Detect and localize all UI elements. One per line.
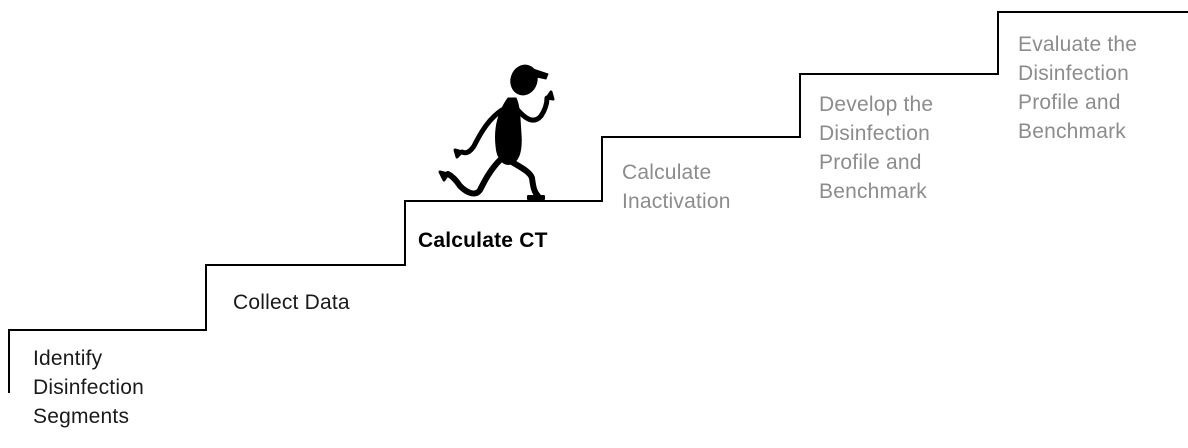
step-label-identify-segments: Identify Disinfection Segments — [33, 344, 144, 431]
step-label-line: Identify — [33, 347, 103, 370]
runner-front-hand — [545, 90, 555, 101]
step-label-calculate-ct: Calculate CT — [418, 226, 548, 255]
runner-back-hand — [453, 148, 464, 159]
runner-back-leg — [445, 157, 503, 197]
runner-back-arm — [459, 107, 505, 156]
step-label-line: Evaluate the — [1018, 33, 1138, 56]
step-label-develop-profile: Develop the Disinfection Profile and Ben… — [819, 90, 933, 206]
runner-front-arm — [513, 95, 550, 123]
runner-front-leg — [509, 159, 541, 199]
step-label-evaluate-profile: Evaluate the Disinfection Profile and Be… — [1018, 30, 1137, 146]
step-label-line: Disinfection — [33, 376, 144, 399]
step-label-collect-data: Collect Data — [233, 288, 350, 317]
step-label-line: Profile and — [1018, 91, 1121, 114]
step-label-calculate-inactivation: Calculate Inactivation — [622, 158, 731, 216]
staircase-line — [8, 11, 1188, 393]
runner-cap-brim — [529, 67, 549, 80]
runner-front-foot — [527, 195, 545, 200]
step-label-line: Calculate CT — [418, 229, 548, 252]
runner-back-foot — [438, 170, 450, 182]
step-label-line: Benchmark — [1018, 120, 1127, 143]
step-label-line: Disinfection — [819, 122, 930, 145]
step-label-line: Profile and — [819, 151, 922, 174]
step-label-line: Benchmark — [819, 180, 928, 203]
step-label-line: Inactivation — [622, 190, 731, 213]
step-label-line: Disinfection — [1018, 62, 1129, 85]
runner-head — [510, 64, 538, 96]
step-label-line: Segments — [33, 405, 130, 428]
step-label-line: Calculate — [622, 161, 712, 184]
step-label-line: Develop the — [819, 93, 934, 116]
running-stick-figure-icon — [438, 64, 555, 200]
step-label-line: Collect Data — [233, 291, 350, 314]
